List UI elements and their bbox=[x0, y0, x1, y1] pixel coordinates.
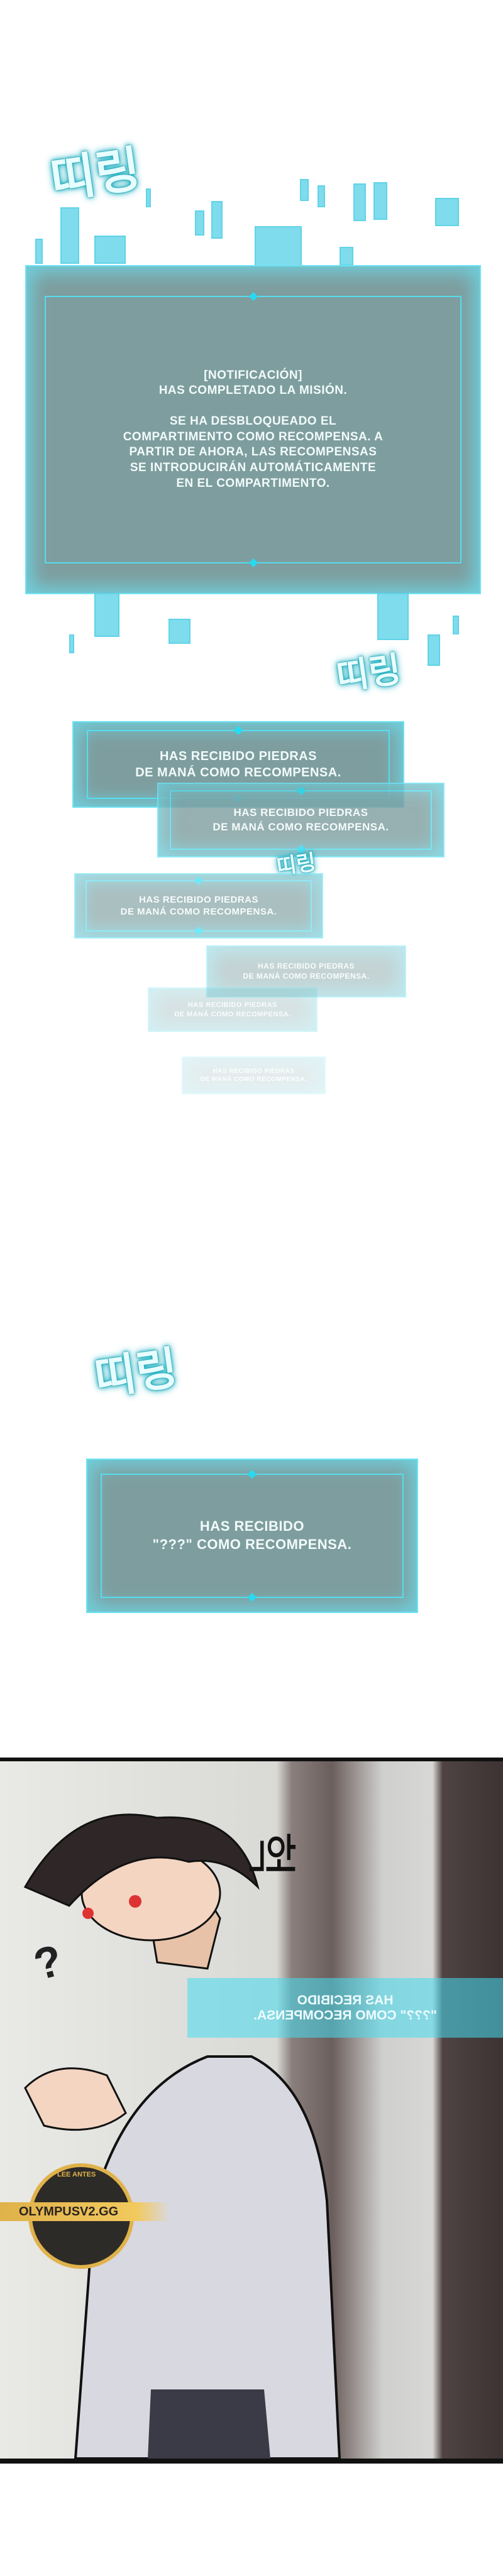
reward-line: "???" COMO RECOMPENSA. bbox=[152, 1536, 352, 1552]
reward-line: DE MANÁ COMO RECOMPENSA. bbox=[213, 820, 389, 833]
gasp-sfx: 헉 bbox=[241, 1831, 300, 1878]
reward-line: HAS RECIBIDO PIEDRAS bbox=[159, 749, 317, 763]
reward-line: HAS RECIBIDO PIEDRAS bbox=[138, 894, 259, 905]
mirrored-notification: HAS RECIBIDO "???" COMO RECOMPENSA. bbox=[187, 1978, 503, 2038]
ding-sfx: 띠링 bbox=[91, 1341, 181, 1405]
reward-line: DE MANÁ COMO RECOMPENSA. bbox=[174, 1010, 291, 1018]
panel-frame bbox=[85, 880, 312, 932]
reward-line: HAS RECIBIDO PIEDRAS bbox=[257, 961, 355, 970]
reward-line: DE MANÁ COMO RECOMPENSA. bbox=[135, 766, 341, 780]
watermark-ring-text: LEE ANTES bbox=[57, 2171, 96, 2178]
reward-line: HAS RECIBIDO PIEDRAS bbox=[187, 1001, 278, 1009]
ding-sfx: 띠링 bbox=[333, 649, 404, 698]
notification-line: HAS COMPLETADO LA MISIÓN. bbox=[158, 384, 348, 398]
reward-line: HAS RECIBIDO bbox=[199, 1518, 305, 1535]
notification-body: SE HA DESBLOQUEADO EL COMPARTIMENTO COMO… bbox=[123, 414, 384, 490]
panel-frame bbox=[100, 1473, 404, 1599]
reward-line: DE MANÁ COMO RECOMPENSA. bbox=[120, 906, 277, 917]
ding-sfx: 띠링 bbox=[47, 141, 145, 210]
reward-line: HAS RECIBIDO PIEDRAS bbox=[213, 1068, 295, 1075]
mirrored-line: HAS RECIBIDO bbox=[297, 1992, 394, 2008]
reward-line: DE MANÁ COMO RECOMPENSA. bbox=[243, 971, 370, 981]
panel-frame bbox=[170, 790, 432, 850]
boy-illustration bbox=[23, 1813, 341, 2459]
reward-line: DE MANÁ COMO RECOMPENSA. bbox=[200, 1076, 307, 1083]
comic-panel-surprised-boy: ? 헉 HAS RECIBIDO "???" COMO RECOMPENSA. … bbox=[0, 1758, 503, 2464]
notification-title: [NOTIFICACIÓN] bbox=[204, 368, 302, 382]
main-notification-panel: [NOTIFICACIÓN] HAS COMPLETADO LA MISIÓN.… bbox=[25, 265, 481, 594]
panel-frame bbox=[44, 295, 462, 564]
mystery-reward-panel: HAS RECIBIDO"???" COMO RECOMPENSA. bbox=[86, 1459, 418, 1613]
reward-line: HAS RECIBIDO PIEDRAS bbox=[233, 807, 368, 819]
watermark-site: OLYMPUSV2.GG bbox=[0, 2202, 170, 2221]
mirrored-line: "???" COMO RECOMPENSA. bbox=[253, 2008, 437, 2023]
